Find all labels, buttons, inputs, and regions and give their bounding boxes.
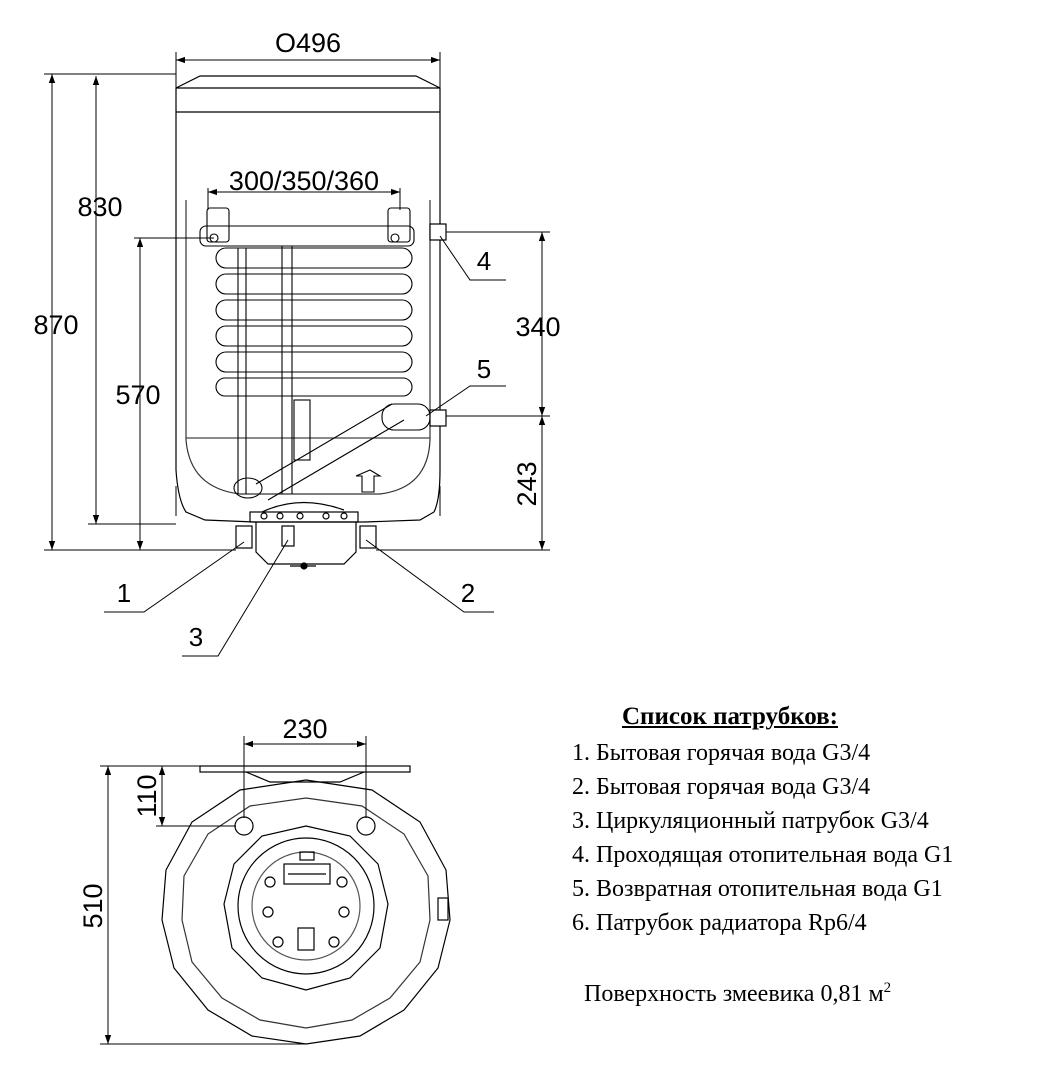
dimension-830 [88,76,176,525]
diameter-label: O496 [275,28,341,58]
inner-shell [185,200,431,495]
legend-item: 5. Возвратная отопительная вода G1 [572,876,943,902]
legend-list: 1. Бытовая горячая вода G3/4 2. Бытовая … [572,736,1052,940]
height-830-label: 830 [77,192,122,222]
connection-5 [429,409,447,427]
legend-title: Список патрубков: [622,703,838,730]
connections-legend: Список патрубков: 1. Бытовая горячая вод… [572,700,1052,940]
heating-coil [199,207,431,501]
side-connections [429,223,447,427]
coil-surface-note: Поверхность змеевика 0,81 м2 [584,980,891,1008]
top-view [161,765,451,1045]
callout-2: 2 [461,578,475,608]
depth-510-label: 510 [78,883,108,928]
spacing-230-label: 230 [282,714,327,744]
coil-surface-text: Поверхность змеевика 0,81 м [584,981,884,1007]
callout-leaders [104,235,506,657]
height-340-label: 340 [515,312,560,342]
callout-3: 3 [189,622,203,652]
legend-item: 1. Бытовая горячая вода G3/4 [572,740,871,766]
coil-width-label: 300/350/360 [229,166,379,196]
legend-item: 3. Циркуляционный патрубок G3/4 [572,808,929,834]
coil-surface-unit-exponent: 2 [883,980,892,996]
tank-top-cap [175,75,441,89]
bottom-flange [235,501,377,570]
offset-110-label: 110 [132,774,162,817]
dimension-diameter [175,52,441,88]
dimension-230 [243,736,367,818]
pipe-hole-right [356,816,376,836]
mounting-bracket [199,765,411,773]
outer-casing [161,779,451,1045]
dimension-570 [134,237,214,550]
height-870-label: 870 [33,310,78,340]
dimension-110 [156,765,236,827]
tank-body [175,88,441,523]
height-243-label: 243 [512,461,542,506]
legend-item: 4. Проходящая отопительная вода G1 [572,842,954,868]
callout-1: 1 [117,578,131,608]
dimension-coil-width [207,188,401,210]
callout-5: 5 [477,354,491,384]
callout-4: 4 [477,246,491,276]
connection-4 [429,223,447,241]
pipe-hole-left [234,816,254,836]
height-570-label: 570 [115,380,160,410]
dimension-340-243 [376,231,550,551]
legend-item: 2. Бытовая горячая вода G3/4 [572,774,871,800]
side-view [175,75,441,523]
dimension-510 [100,765,306,1045]
legend-item: 6. Патрубок радиатора Rp6/4 [572,910,867,936]
